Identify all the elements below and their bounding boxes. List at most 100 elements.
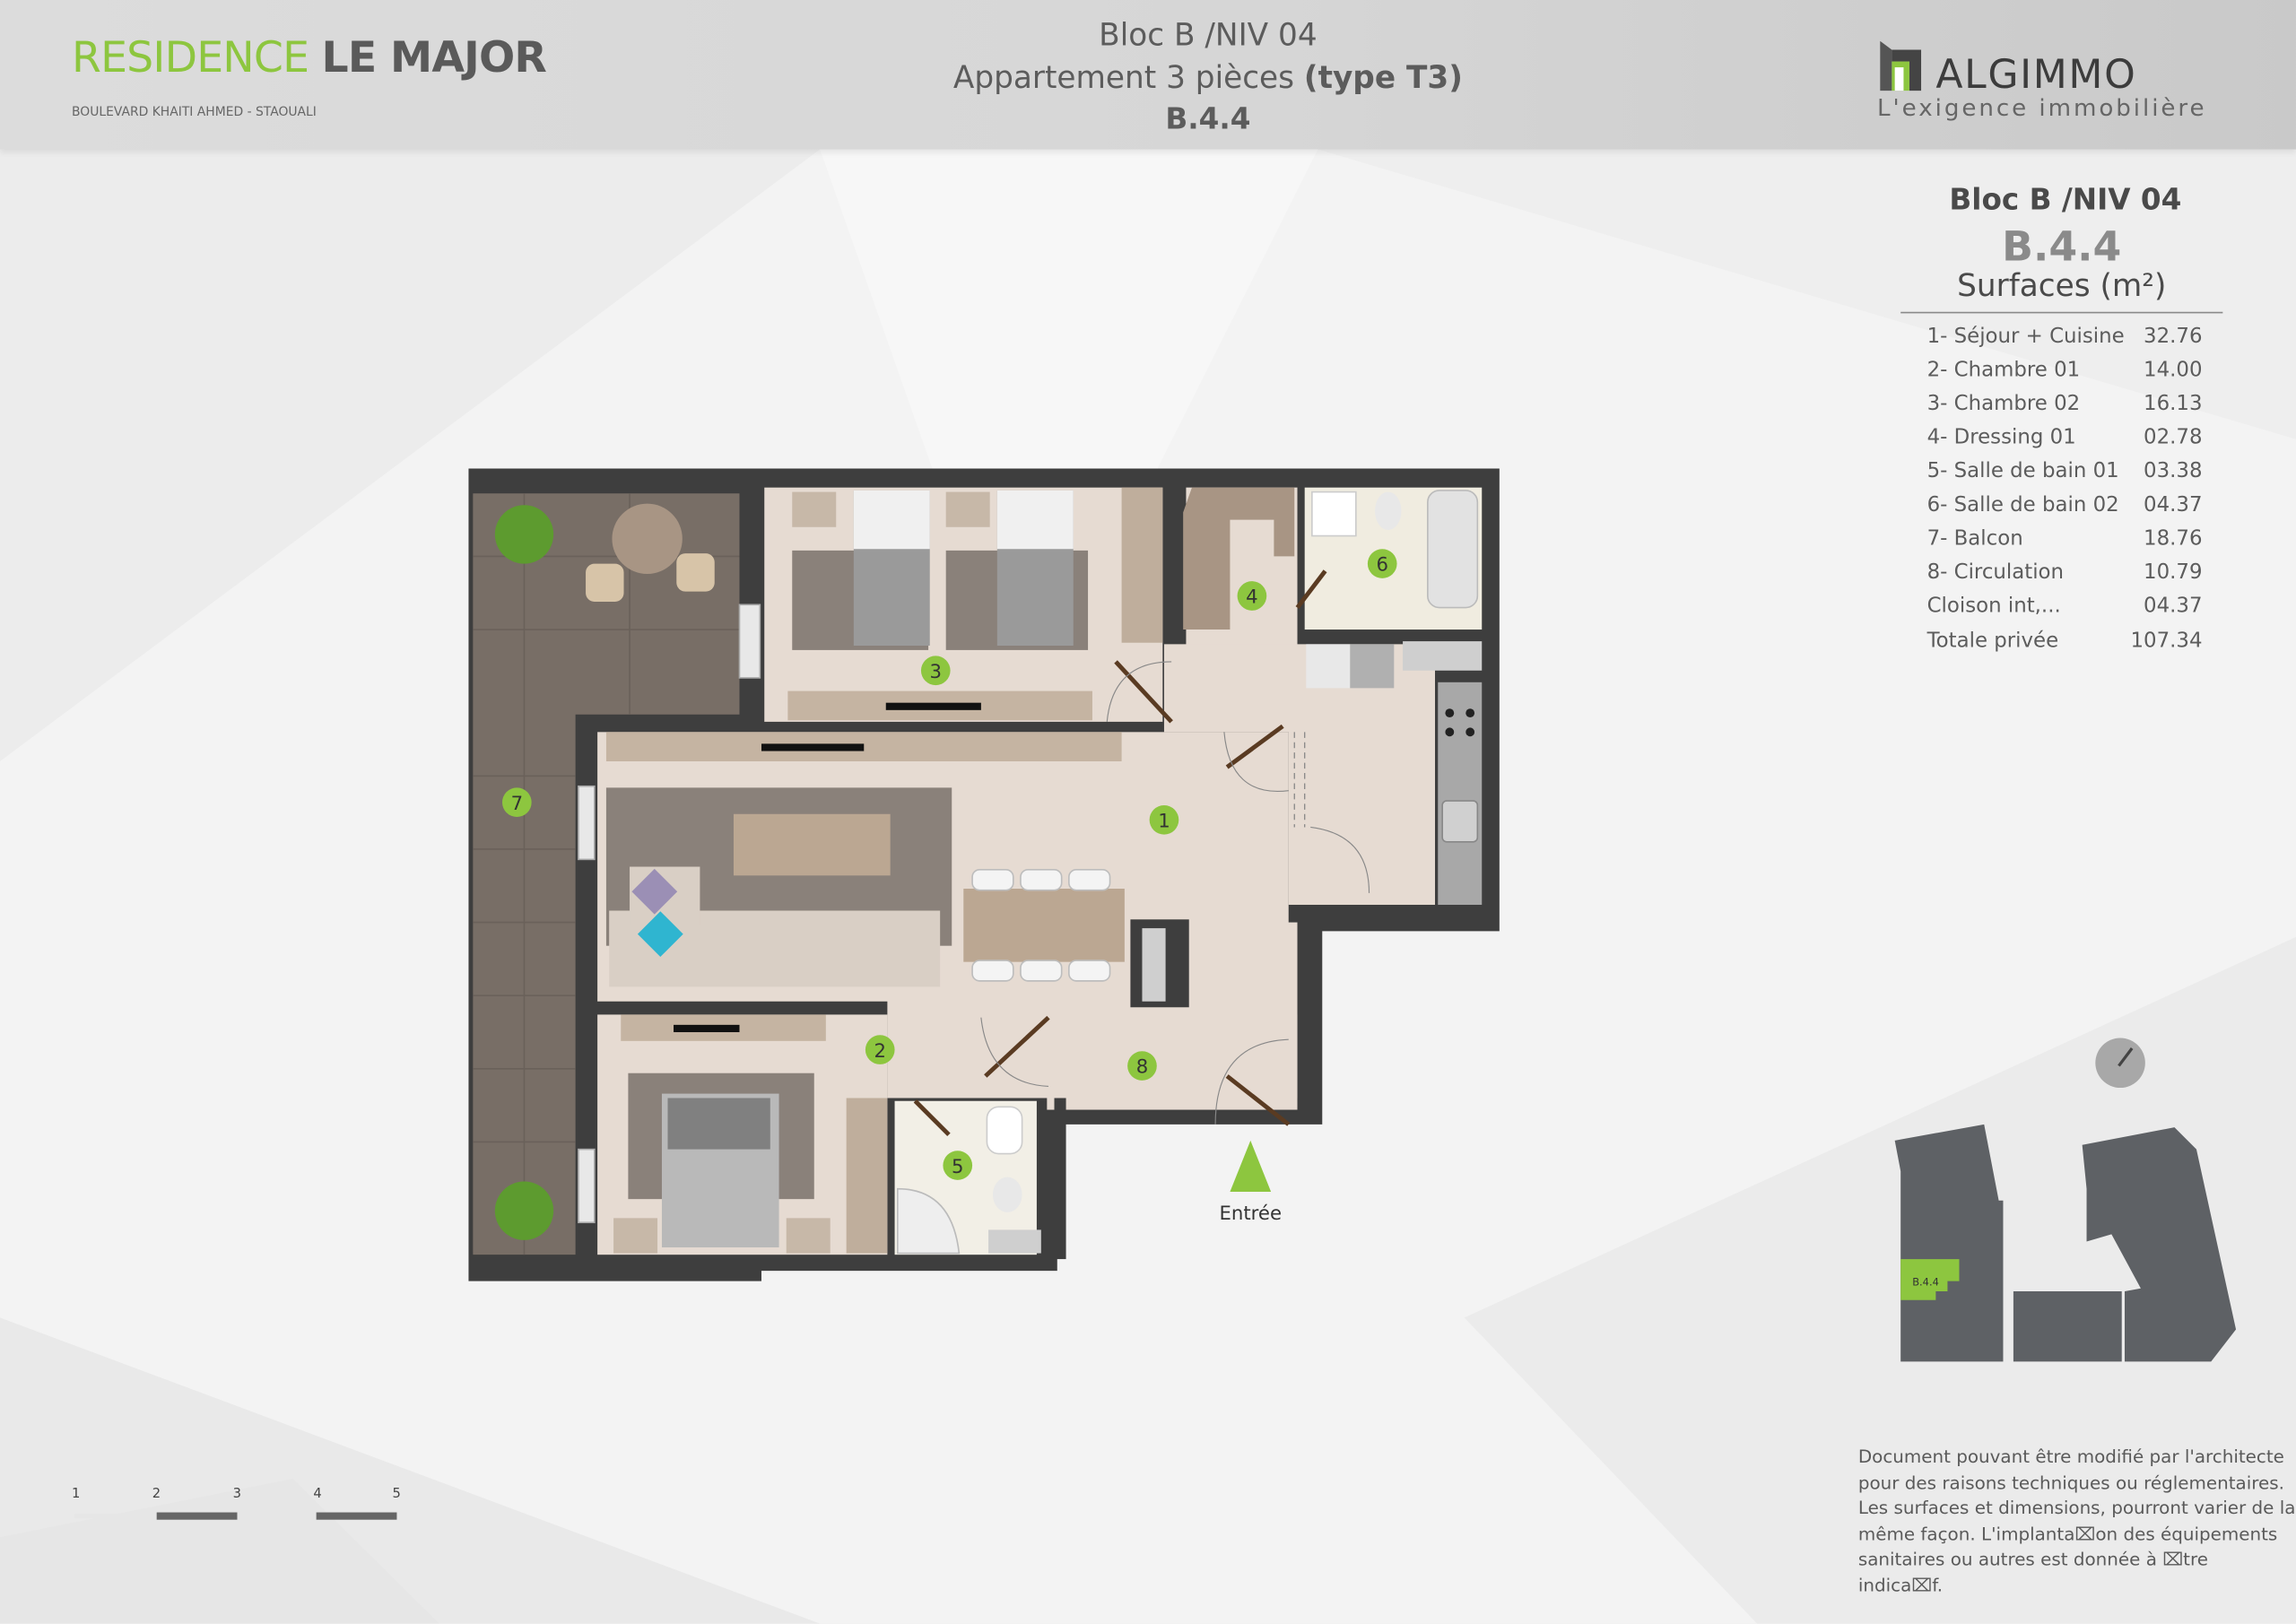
wardrobe [1121,487,1163,643]
opening-lines [1293,732,1306,828]
duct [1403,641,1483,671]
row-label: Totale privée [1926,630,2059,654]
logo-tagline: L'exigence immobilière [1877,93,2207,122]
compass-needle [2118,1046,2134,1067]
row-label: 2- Chambre 01 [1926,358,2081,383]
cooktop [1445,708,1475,737]
doors [913,569,1327,1137]
balcony-floor [473,493,740,1255]
row-value: 18.76 [2144,526,2203,551]
panel-code: B.4.4 [2002,222,2122,272]
row-value: 14.00 [2144,358,2203,383]
entrance-label: Entrée [1220,1203,1283,1225]
apartment-highlight [1900,1259,1960,1300]
scale-segment [316,1512,397,1520]
surfaces-panel: Bloc B /NIV 04 B.4.4 Surfaces (m²) 1- Sé… [1900,181,2223,663]
row-value: 02.78 [2144,426,2203,450]
row-label: 6- Salle de bain 02 [1926,493,2119,517]
room-number: 5 [952,1156,964,1178]
algimmo-logo: ALGIMMO L'exigence immobilière [1877,40,2229,129]
surface-row: 4- Dressing 01 02.78 [1900,426,2222,460]
internal-wall [1054,1098,1066,1260]
room-number: 6 [1376,554,1388,577]
surface-row: 1- Séjour + Cuisine 32.76 [1900,325,2222,359]
coffee-table [733,813,891,876]
building-block-left [1894,1124,2004,1362]
fridge [1306,644,1351,689]
brand-dark-text: LE MAJOR [321,31,547,83]
plant [494,505,554,564]
bathtub [1427,490,1479,609]
row-label: 1- Séjour + Cuisine [1926,325,2125,349]
nightstand [786,1218,831,1254]
surfaces-title: Surfaces (m²) [1900,268,2223,314]
row-value: 32.76 [2144,325,2203,349]
surfaces-table: 1- Séjour + Cuisine 32.76 2- Chambre 01 14… [1900,325,2222,663]
surface-row: Cloison int,...04.37 [1900,595,2222,629]
scale-segment [156,1512,238,1520]
row-value: 107.34 [2130,630,2203,654]
room-number: 3 [930,661,943,683]
brand-green-text: RESIDENCE [71,31,309,83]
shower [896,1187,961,1255]
dressing-cabinet [1183,487,1295,630]
nightstand [792,491,837,527]
washbasin [1311,491,1357,537]
kitchen-counter [1438,682,1483,905]
logo-building-icon [1880,40,1922,91]
apartment-type-bold: (type T3) [1303,59,1463,96]
room-number: 4 [1246,586,1258,609]
bed-blanket [667,1098,770,1150]
toilet [992,1177,1022,1212]
bed-pillow [996,490,1074,550]
row-label: 4- Dressing 01 [1926,426,2076,450]
apartment-type-title: Appartement 3 pièces (type T3) [820,60,1596,95]
wardrobe [846,1098,888,1254]
room-badge-7: 7 [501,787,532,818]
counter [1350,644,1395,689]
header-band: RESIDENCE LE MAJOR BOULEVARD KHAITI AHME… [0,0,2296,150]
bed-pillow [853,490,930,550]
kitchen-sink [1441,800,1479,843]
apartment-type-text: Appartement 3 pièces [952,59,1304,96]
armchair [676,553,715,592]
room-number: 8 [1136,1056,1149,1079]
address: BOULEVARD KHAITI AHMED - STAOUALI [71,105,317,120]
panel-bloc: Bloc B /NIV 04 [1949,181,2182,217]
nightstand [613,1218,658,1254]
scale-tick: 2 [152,1487,161,1503]
bloc-level-title: Bloc B /NIV 04 [1099,17,1318,53]
door-swings [980,661,1370,1125]
scale-tick: 4 [313,1487,322,1503]
cushion [631,868,678,915]
storage-niche [1142,928,1166,1002]
room-number: 2 [874,1040,886,1063]
apartment-highlight-label: B.4.4 [1912,1275,1939,1288]
building-block-middle [2013,1290,2122,1362]
washbasin [986,1106,1023,1155]
row-value: 10.79 [2144,560,2203,585]
row-value: 16.13 [2144,392,2203,416]
balcony-table [612,503,683,574]
tv [885,702,981,710]
scale-bar: 1 2 3 4 5 [67,1488,419,1532]
row-value: 04.37 [2144,594,2203,618]
room-number: 1 [1158,810,1170,832]
scale-tick: 3 [232,1487,241,1503]
surface-row: 2- Chambre 01 14.00 [1900,359,2222,393]
toilet [1375,491,1402,531]
building-location-map: B.4.4 [1894,1038,2237,1362]
surface-row-total: Totale privée 107.34 [1900,630,2222,664]
entrance-arrow-icon [1230,1140,1272,1192]
row-value: 03.38 [2144,459,2203,483]
room-badge-8: 8 [1127,1051,1157,1081]
tv [761,743,865,751]
room-badge-6: 6 [1367,549,1397,578]
room-badge-3: 3 [920,656,951,686]
